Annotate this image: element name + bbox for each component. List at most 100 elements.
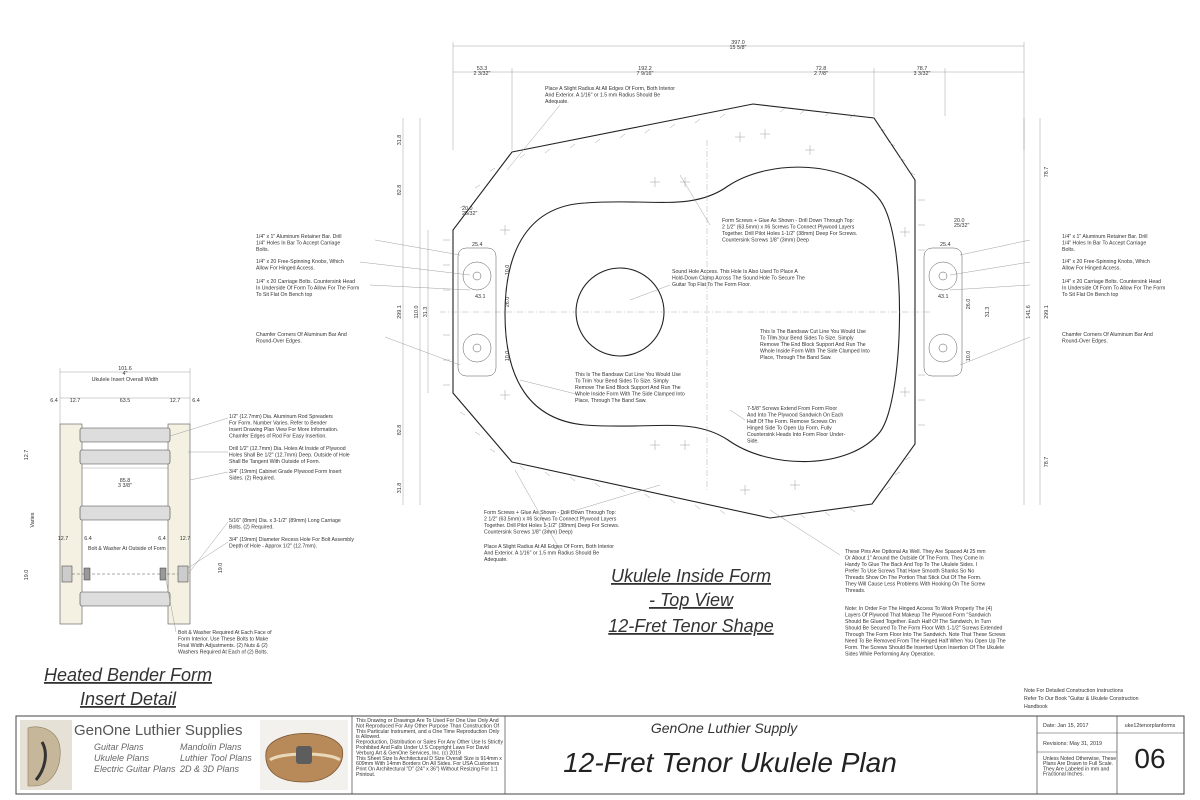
insert-bottom-dim-right: 19.0 bbox=[218, 563, 224, 574]
company-logo bbox=[20, 720, 72, 790]
left-seg-5: 82.8 bbox=[397, 425, 403, 436]
left-dimensions: 31.8 82.8 299.1 110.0 82.8 31.8 bbox=[397, 118, 429, 505]
note-left-chamfer: Chamfer Corners Of Aluminum Bar And Roun… bbox=[256, 332, 348, 345]
left-seg-2: 82.8 bbox=[397, 185, 403, 196]
note-radius-bottom: Place A Slight Radius At All Edges Of Fo… bbox=[484, 544, 616, 563]
insert-note-washer: Bolt & Washer Required At Each Face of F… bbox=[178, 630, 273, 656]
right-block-w-in: 25/32" bbox=[954, 223, 969, 229]
insert-rods bbox=[79, 427, 171, 607]
left-block-b: 43.1 bbox=[475, 294, 486, 300]
note-bandsaw-left: This Is The Bandsaw Cut Line You Would U… bbox=[575, 372, 686, 404]
insert-view-title: Heated Bender Form Insert Detail bbox=[44, 665, 212, 709]
insert-seg-5: 6.4 bbox=[192, 398, 200, 404]
insert-bolt-dim-2: 6.4 bbox=[84, 536, 92, 542]
insert-overall-dim: 101.6 bbox=[118, 366, 132, 372]
insert-seg-2: 12.7 bbox=[70, 398, 81, 404]
insert-bottom-dim: 19.0 bbox=[24, 570, 30, 581]
left-seg-1: 31.8 bbox=[397, 135, 403, 146]
right-seg-1: 78.7 bbox=[1044, 167, 1050, 178]
plan-name: 12-Fret Tenor Ukulele Plan bbox=[563, 747, 897, 778]
plan-date: Date: Jan 15, 2017 bbox=[1043, 723, 1089, 729]
left-seg-6: 31.8 bbox=[397, 483, 403, 494]
notes-main: Place A Slight Radius At All Edges Of Fo… bbox=[256, 86, 1165, 658]
product-electric-guitar-plans: Electric Guitar Plans bbox=[94, 764, 176, 774]
product-mandolin-plans: Mandolin Plans bbox=[180, 742, 242, 752]
insert-seg-3: 63.5 bbox=[120, 398, 131, 404]
insert-overall-label: Ukulele Insert Overall Width bbox=[92, 377, 159, 383]
left-block-d: 10.0 bbox=[505, 265, 511, 276]
insert-left-dim: 12.7 bbox=[24, 450, 30, 461]
note-left-carriage: 1/4" x 20 Carriage Bolts. Countersink He… bbox=[256, 279, 361, 298]
company-name: GenOne Luthier Supplies bbox=[74, 722, 242, 739]
insert-note-rods: 1/2" (12.7mm) Dia. Aluminum Rod Spreader… bbox=[229, 414, 340, 440]
left-block-w-in: 25/32" bbox=[462, 211, 477, 217]
note-bandsaw-right: This Is The Bandsaw Cut Line You Would U… bbox=[760, 329, 871, 361]
top-seg-1: 53.3 bbox=[477, 66, 488, 72]
insert-notes: 1/2" (12.7mm) Dia. Aluminum Rod Spreader… bbox=[178, 414, 354, 656]
form-outline bbox=[452, 103, 916, 519]
left-block-e: 26.0 bbox=[505, 297, 511, 308]
main-title-line-2: - Top View bbox=[649, 590, 734, 610]
insert-title-line-1: Heated Bender Form bbox=[44, 665, 212, 685]
right-retainer-block bbox=[923, 247, 963, 377]
insert-right-board bbox=[167, 423, 191, 625]
right-seg-4: 78.7 bbox=[1044, 457, 1050, 468]
insert-bolt-dim-4: 12.7 bbox=[180, 536, 191, 542]
insert-note-holes: Drill 1/2" (12.7mm) Dia. Holes At Inside… bbox=[229, 446, 351, 465]
left-seg-3: 299.1 bbox=[397, 305, 403, 319]
perimeter-pins bbox=[443, 107, 925, 521]
supply-name: GenOne Luthier Supply bbox=[651, 720, 798, 736]
screw-marks bbox=[500, 129, 910, 495]
plan-revisions: Revisions: May 31, 2019 bbox=[1043, 741, 1102, 747]
leader-lines bbox=[359, 104, 1031, 556]
product-2d-3d-plans: 2D & 3D Plans bbox=[179, 764, 240, 774]
left-block-w: 20.0 bbox=[462, 206, 473, 212]
main-view-title: Ukulele Inside Form - Top View 12-Fret T… bbox=[608, 566, 773, 636]
overall-width-dim: 397.0 bbox=[731, 40, 745, 46]
right-block-dims: 20.0 25/32" 25.4 43.1 31.3 26.0 10.0 bbox=[938, 218, 991, 361]
note-left-knobs: 1/4" x 20 Free-Spinning Knobs, Which All… bbox=[256, 259, 345, 272]
insert-bolt-dim-3: 6.4 bbox=[158, 536, 166, 542]
top-seg-3-in: 2 7/8" bbox=[814, 71, 828, 77]
top-seg-2-in: 7 9/16" bbox=[637, 71, 654, 77]
left-retainer-block bbox=[457, 247, 497, 377]
sheet-number: 06 bbox=[1134, 743, 1165, 774]
left-block-f: 10.0 bbox=[505, 351, 511, 362]
top-dimensions: 397.0 15 5/8" 53.3 2 3/32" 192.2 7 9/16"… bbox=[452, 40, 1025, 150]
right-block-w: 20.0 bbox=[954, 218, 965, 224]
title-block: GenOne Luthier Supplies Guitar Plans Uku… bbox=[15, 715, 1185, 795]
insert-varies: Varies bbox=[30, 512, 36, 527]
note-screws-extend: 7-5/8" Screws Extend From Form Floor And… bbox=[747, 406, 847, 445]
insert-seg-4: 12.7 bbox=[170, 398, 181, 404]
note-sound-hole: Sound Hole Access. This Hole Is Also Use… bbox=[672, 269, 806, 288]
right-dimensions: 78.7 141.6 299.1 78.7 bbox=[1023, 118, 1050, 505]
insert-left-board bbox=[59, 423, 83, 625]
note-left-bar: 1/4" x 1" Aluminum Retainer Bar. Drill 1… bbox=[256, 234, 343, 253]
insert-bolt-dim-1: 12.7 bbox=[58, 536, 69, 542]
insert-inner-dim: 85.8 bbox=[120, 478, 131, 484]
top-seg-4: 78.7 bbox=[917, 66, 928, 72]
legal-notice: This Drawing or Drawings Are To Used For… bbox=[356, 718, 505, 778]
insert-leaders bbox=[165, 417, 229, 633]
note-right-bar: 1/4" x 1" Aluminum Retainer Bar. Drill 1… bbox=[1062, 234, 1149, 253]
main-form-view: 397.0 15 5/8" 53.3 2 3/32" 192.2 7 9/16"… bbox=[256, 40, 1165, 658]
note-screws-bottom: Form Screws + Glue As Shown - Drill Down… bbox=[484, 510, 621, 536]
insert-note-plywood: 3/4" (19mm) Cabinet Grade Plywood Form I… bbox=[229, 469, 343, 482]
left-block-dims: 20.0 25/32" 25.4 43.1 31.3 10.0 26.0 10.… bbox=[423, 206, 511, 361]
right-block-c: 31.3 bbox=[985, 307, 991, 318]
note-radius-top: Place A Slight Radius At All Edges Of Fo… bbox=[545, 86, 677, 105]
insert-overall-in: 4" bbox=[123, 371, 128, 377]
right-seg-2: 141.6 bbox=[1026, 305, 1032, 319]
product-ukulele-plans: Ukulele Plans bbox=[94, 753, 150, 763]
ukulele-outline bbox=[504, 166, 901, 463]
units-note: Unless Noted Otherwise, These Plans Are … bbox=[1043, 756, 1118, 778]
note-hinged: Note: In Order For The Hinged Access To … bbox=[845, 606, 1007, 658]
right-block-b: 43.1 bbox=[938, 294, 949, 300]
insert-bolt-washer-outside: Bolt & Washer At Outside of Form bbox=[88, 546, 166, 552]
insert-inner-in: 3 3/8" bbox=[118, 483, 132, 489]
left-seg-4: 110.0 bbox=[414, 305, 420, 318]
top-seg-3: 72.8 bbox=[816, 66, 827, 72]
main-title-line-1: Ukulele Inside Form bbox=[611, 566, 771, 586]
